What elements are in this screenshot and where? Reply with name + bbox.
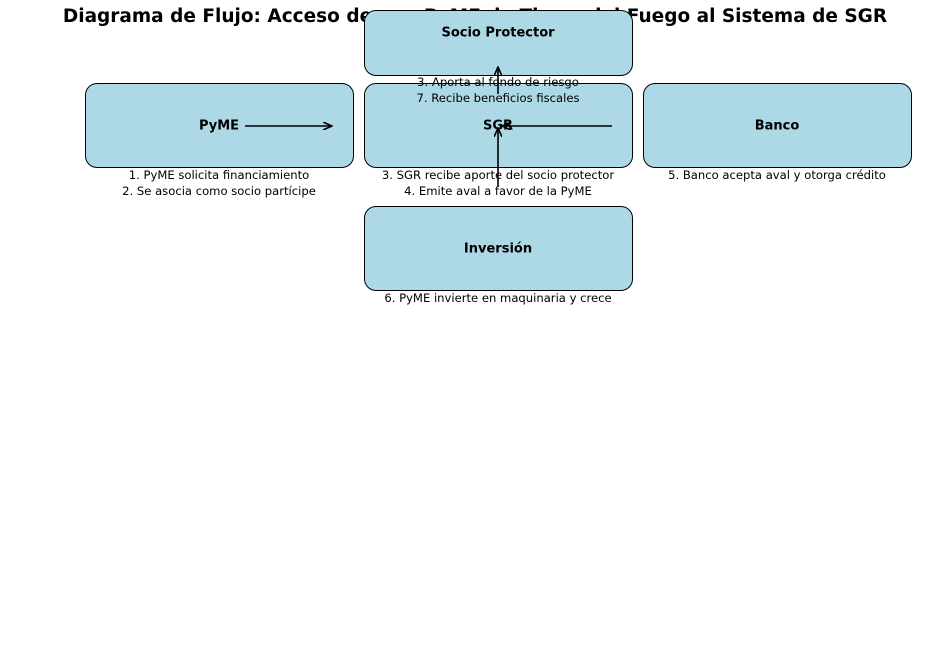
caption-inversion-line-1: 6. PyME invierte en maquinaria y crece (384, 291, 612, 305)
node-pyme-label: PyME (198, 118, 240, 134)
caption-socio-protector-line-1: 3. Aporta al fondo de riesgo (417, 75, 579, 89)
caption-socio-protector: 3. Aporta al fondo de riesgo 7. Recibe b… (416, 74, 579, 106)
caption-banco-line-1: 5. Banco acepta aval y otorga crédito (668, 168, 886, 182)
node-banco (643, 83, 912, 168)
node-socio-protector-label: Socio Protector (441, 25, 555, 41)
caption-sgr-line-2: 4. Emite aval a favor de la PyME (404, 184, 592, 198)
node-inversion (364, 206, 633, 291)
caption-sgr: 3. SGR recibe aporte del socio protector… (382, 167, 614, 199)
caption-pyme: 1. PyME solicita financiamiento 2. Se as… (122, 167, 316, 199)
caption-pyme-line-1: 1. PyME solicita financiamiento (128, 168, 310, 182)
caption-pyme-line-2: 2. Se asocia como socio partícipe (122, 184, 316, 198)
node-socio-protector (364, 10, 633, 76)
node-sgr-label: SGR (482, 118, 514, 134)
caption-socio-protector-line-2: 7. Recibe beneficios fiscales (416, 91, 580, 105)
caption-inversion: 6. PyME invierte en maquinaria y crece (384, 290, 611, 306)
caption-banco: 5. Banco acepta aval y otorga crédito (668, 167, 886, 183)
caption-sgr-line-1: 3. SGR recibe aporte del socio protector (381, 168, 615, 182)
node-banco-label: Banco (754, 118, 800, 134)
node-inversion-label: Inversión (463, 241, 533, 257)
